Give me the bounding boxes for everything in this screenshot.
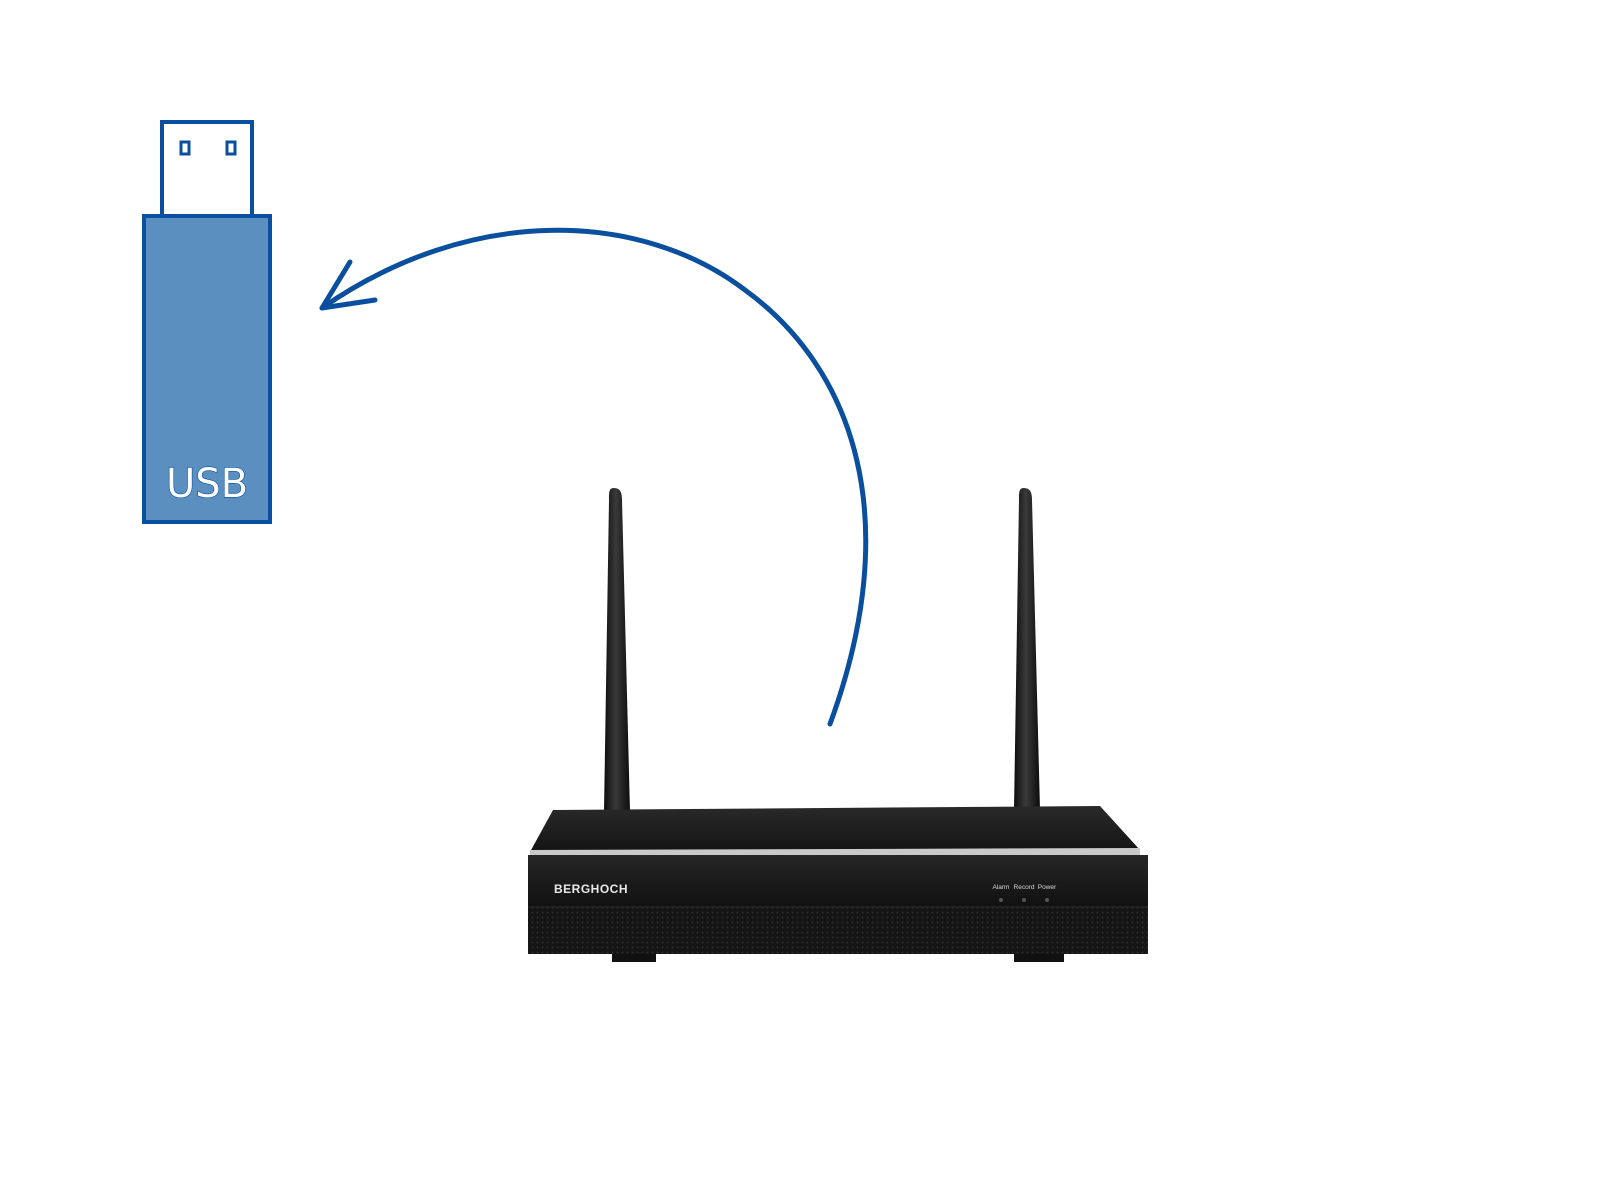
usb-connector bbox=[160, 120, 254, 220]
usb-stick-icon: USB bbox=[142, 120, 272, 524]
indicator-label-power: Power bbox=[1038, 884, 1057, 891]
usb-body bbox=[142, 214, 272, 524]
nvr-front-panel bbox=[528, 855, 1148, 907]
indicator-label-record: Record bbox=[1014, 884, 1035, 891]
nvr-vent-grille bbox=[528, 907, 1148, 954]
record-led-icon bbox=[1022, 898, 1026, 902]
transfer-arrow bbox=[319, 227, 869, 727]
indicator-label-alarm: Alarm bbox=[993, 884, 1010, 891]
antenna-left bbox=[604, 488, 630, 812]
alarm-led-icon bbox=[999, 898, 1003, 902]
nvr-foot-right bbox=[1014, 954, 1064, 962]
arrow-head-icon bbox=[319, 259, 378, 311]
nvr-foot-left bbox=[612, 954, 656, 962]
nvr-bevel bbox=[530, 848, 1140, 857]
nvr-top-panel bbox=[530, 806, 1140, 852]
indicator-group: Alarm Record Power bbox=[993, 884, 1057, 902]
nvr-device: BERGHOCH Alarm Record Power bbox=[528, 488, 1148, 962]
antenna-right bbox=[1014, 488, 1040, 810]
arrow-curve bbox=[319, 227, 869, 727]
power-led-icon bbox=[1045, 898, 1049, 902]
usb-connector-hole-right bbox=[225, 140, 237, 156]
nvr-brand-label: BERGHOCH bbox=[554, 882, 628, 896]
usb-label: USB bbox=[166, 461, 248, 507]
usb-connector-hole-left bbox=[179, 140, 191, 156]
